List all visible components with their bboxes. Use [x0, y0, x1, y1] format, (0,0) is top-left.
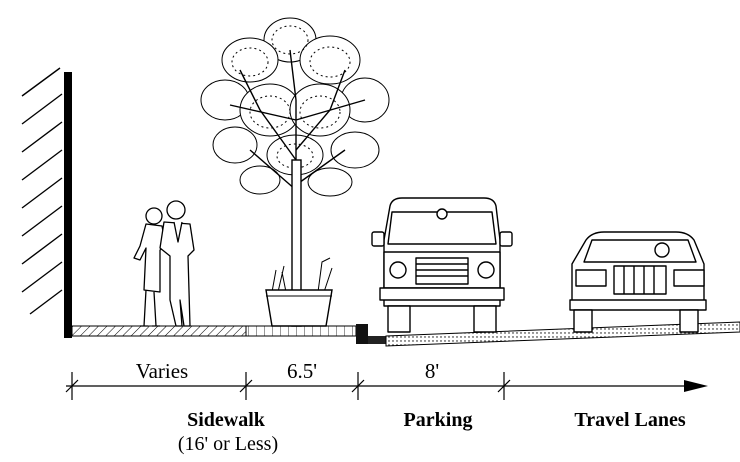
sedan-icon — [569, 231, 707, 333]
zone-sidewalk-note: (16' or Less) — [178, 433, 278, 455]
dimension-parking-label: 8' — [425, 359, 439, 383]
parked-suv-icon — [371, 197, 513, 333]
dimension-planter-label: 6.5' — [287, 359, 317, 383]
zone-sidewalk-label: Sidewalk — [187, 409, 266, 431]
zone-parking-label: Parking — [404, 409, 473, 431]
tree-planter-icon — [200, 17, 390, 327]
sidewalk-surface — [71, 324, 386, 344]
dimension-varies-label: Varies — [136, 359, 188, 383]
building-wall — [21, 67, 72, 338]
road-surface — [385, 321, 740, 347]
pedestrian-couple-icon — [133, 200, 195, 327]
dimension-line — [65, 372, 708, 400]
zone-travel-lanes-label: Travel Lanes — [574, 409, 686, 431]
